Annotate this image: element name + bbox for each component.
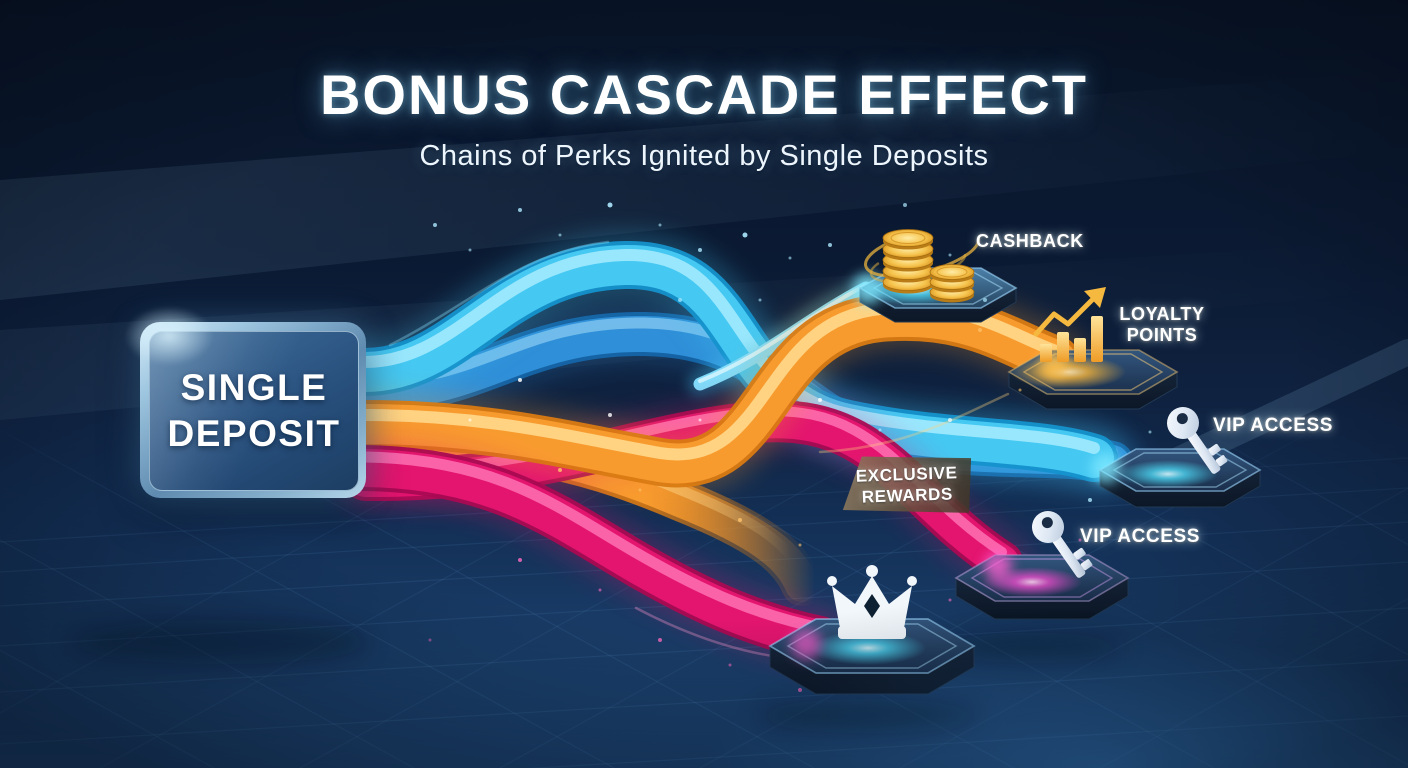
label-loyalty-line2: POINTS [1126, 325, 1198, 346]
label-vip-access-lower: VIP ACCESS [1080, 526, 1201, 547]
single-deposit-panel: SINGLE DEPOSIT [149, 331, 359, 491]
label-exclusive-line2: REWARDS [861, 484, 954, 507]
floor-shadow-blob [70, 620, 370, 664]
label-cashback: CASHBACK [976, 231, 1084, 251]
deposit-label-line2: DEPOSIT [167, 413, 341, 454]
crown-icon [827, 565, 917, 639]
page-title: BONUS CASCADE EFFECT [319, 63, 1089, 126]
header: BONUS CASCADE EFFECT Chains of Perks Ign… [0, 62, 1408, 173]
label-loyalty-points: LOYALTY POINTS [1106, 304, 1218, 346]
label-vip-access-upper: VIP ACCESS [1213, 415, 1334, 436]
single-deposit-node: SINGLE DEPOSIT [140, 322, 366, 498]
page-subtitle: Chains of Perks Ignited by Single Deposi… [419, 140, 989, 172]
exclusive-rewards-banner: EXCLUSIVE REWARDS [841, 453, 973, 518]
deposit-label-line1: SINGLE [180, 366, 328, 408]
label-loyalty-line1: LOYALTY [1119, 304, 1205, 324]
platform-vip-upper [1091, 448, 1262, 508]
